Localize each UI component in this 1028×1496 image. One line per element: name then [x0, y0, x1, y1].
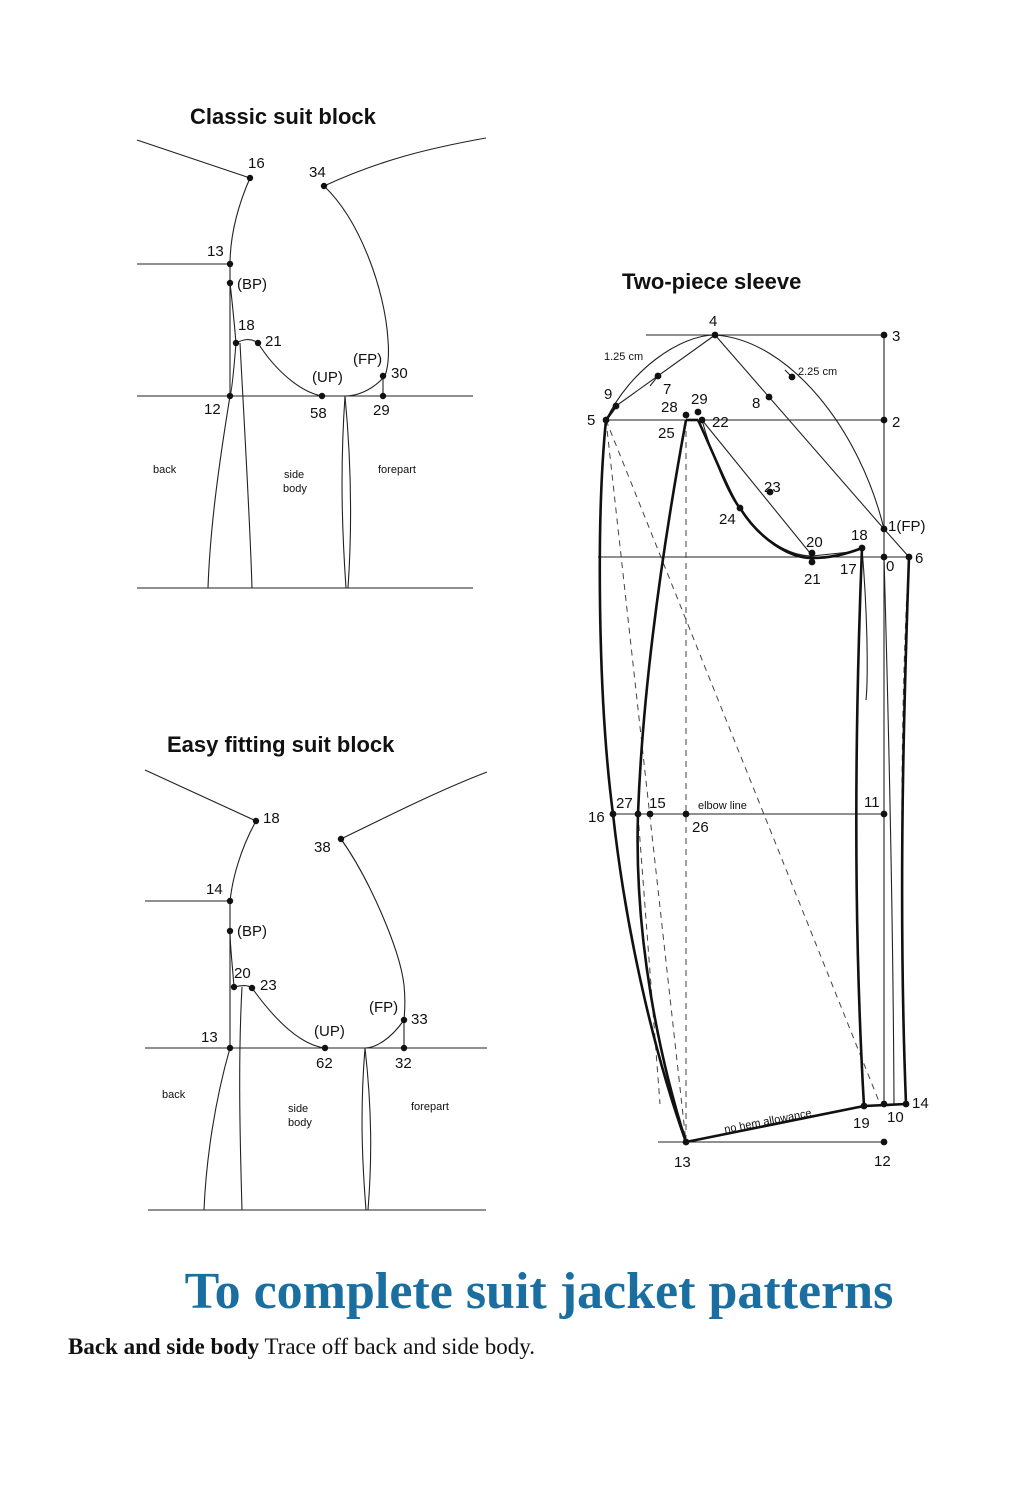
point-32: 32	[395, 1055, 412, 1072]
easy-block-dots	[226, 817, 408, 1052]
label-body: body	[288, 1117, 312, 1129]
point-58: 58	[310, 405, 327, 422]
point-20: 20	[806, 534, 823, 551]
point-bp: (BP)	[237, 923, 267, 940]
point-29: 29	[691, 391, 708, 408]
label-forepart: forepart	[411, 1101, 449, 1113]
section-heading: To complete suit jacket patterns	[184, 1263, 894, 1320]
sleeve-title: Two-piece sleeve	[622, 269, 802, 294]
sleeve-construction-lines	[598, 334, 909, 1143]
label-back: back	[153, 464, 177, 476]
point-29: 29	[373, 402, 390, 419]
point-6: 6	[915, 550, 923, 567]
point-9: 9	[604, 386, 612, 403]
point-0: 0	[886, 558, 894, 575]
point-23: 23	[764, 479, 781, 496]
measure-2-25cm: 2.25 cm	[798, 366, 837, 378]
point-5: 5	[587, 412, 595, 429]
point-19: 19	[853, 1115, 870, 1132]
easy-block-point-labels: 18 38 14 (BP) 20 23 (FP) 33 (UP) 13 62 3…	[162, 810, 449, 1129]
point-23: 23	[260, 977, 277, 994]
point-30: 30	[391, 365, 408, 382]
point-21: 21	[265, 333, 282, 350]
label-side: side	[284, 469, 304, 481]
point-62: 62	[316, 1055, 333, 1072]
classic-block-lines	[136, 137, 487, 589]
paragraph-label: Back and side body	[68, 1334, 260, 1359]
point-10: 10	[887, 1109, 904, 1126]
point-25: 25	[658, 425, 675, 442]
label-side: side	[288, 1103, 308, 1115]
point-33: 33	[411, 1011, 428, 1028]
paragraph-text: Trace off back and side body.	[259, 1334, 536, 1359]
point-24: 24	[719, 511, 736, 528]
point-16: 16	[248, 155, 265, 172]
classic-block-title: Classic suit block	[190, 104, 376, 129]
point-1-fp: 1(FP)	[888, 518, 926, 535]
classic-block-dots	[226, 174, 387, 400]
point-34: 34	[309, 164, 326, 181]
point-3: 3	[892, 328, 900, 345]
note-elbow-line: elbow line	[698, 800, 747, 812]
point-8: 8	[752, 395, 760, 412]
point-fp: (FP)	[353, 351, 382, 368]
sleeve-outline-thick	[598, 405, 911, 1144]
point-fp: (FP)	[369, 999, 398, 1016]
point-18: 18	[238, 317, 255, 334]
point-17: 17	[840, 561, 857, 578]
point-up: (UP)	[312, 369, 343, 386]
point-13: 13	[207, 243, 224, 260]
point-15: 15	[649, 795, 666, 812]
sleeve-outline-thin	[605, 334, 910, 1105]
point-18: 18	[263, 810, 280, 827]
point-14: 14	[912, 1095, 929, 1112]
point-up: (UP)	[314, 1023, 345, 1040]
point-18: 18	[851, 527, 868, 544]
label-forepart: forepart	[378, 464, 416, 476]
label-back: back	[162, 1089, 186, 1101]
point-bp: (BP)	[237, 276, 267, 293]
point-27: 27	[616, 795, 633, 812]
point-7: 7	[663, 381, 671, 398]
point-12: 12	[874, 1153, 891, 1170]
easy-block-lines	[144, 769, 488, 1211]
point-38: 38	[314, 839, 331, 856]
label-body: body	[283, 483, 307, 495]
point-13: 13	[674, 1154, 691, 1171]
point-20: 20	[234, 965, 251, 982]
measure-1-25cm: 1.25 cm	[604, 351, 643, 363]
point-12: 12	[204, 401, 221, 418]
point-13: 13	[201, 1029, 218, 1046]
point-21: 21	[804, 571, 821, 588]
point-16: 16	[588, 809, 605, 826]
point-14: 14	[206, 881, 223, 898]
body-paragraph: Back and side body Trace off back and si…	[68, 1334, 535, 1360]
sleeve-dots	[602, 331, 913, 1146]
easy-block-title: Easy fitting suit block	[167, 732, 395, 757]
point-22: 22	[712, 414, 729, 431]
note-no-hem-allowance: no hem allowance	[723, 1107, 812, 1136]
point-4: 4	[709, 313, 717, 330]
point-28: 28	[661, 399, 678, 416]
point-26: 26	[692, 819, 709, 836]
point-11: 11	[864, 794, 880, 811]
classic-block-point-labels: 16 34 13 (BP) 18 21 (FP) 30 (UP) 12 58 2…	[153, 155, 416, 495]
sleeve-point-labels: 4 3 2 1(FP) 6 0 18 17 20 21 23 24 8 7 9 …	[587, 313, 929, 1171]
point-2: 2	[892, 414, 900, 431]
